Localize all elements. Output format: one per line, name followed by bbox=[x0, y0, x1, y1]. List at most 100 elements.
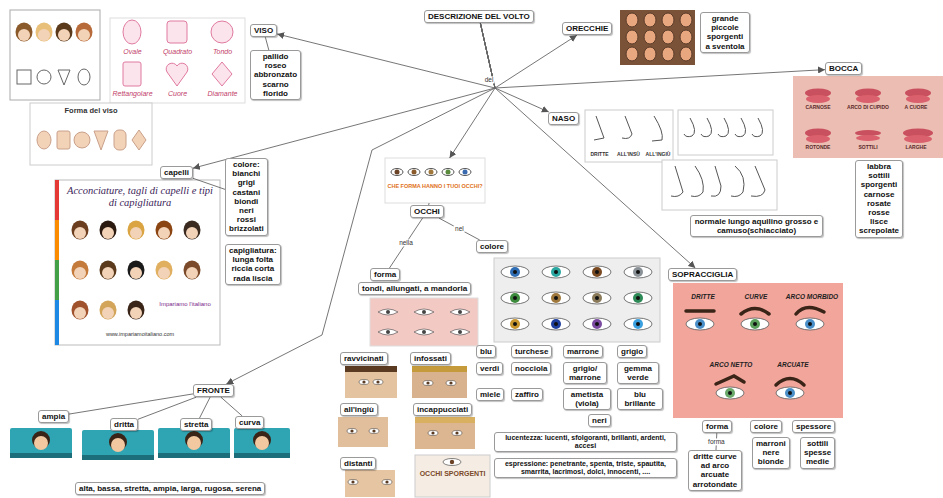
node-text: ORECCHIE bbox=[566, 24, 608, 33]
picture-part bbox=[17, 70, 31, 84]
picture-part bbox=[128, 221, 145, 240]
picture-part bbox=[234, 453, 290, 458]
concept-box: SOPRACCIGLIA bbox=[668, 268, 737, 281]
picture-part bbox=[793, 76, 943, 158]
node-text: www.impariamoitaliano.com bbox=[65, 331, 215, 337]
picture-part bbox=[76, 23, 93, 42]
node-text: Quadrato bbox=[155, 48, 200, 56]
concept-box: stretta bbox=[180, 418, 212, 431]
eye-outlines-panel bbox=[370, 298, 478, 346]
picture-part bbox=[37, 131, 51, 149]
concept-box: spessore bbox=[792, 420, 835, 433]
picture-part bbox=[751, 166, 765, 196]
connector-line bbox=[439, 218, 480, 240]
node-text: colore bbox=[480, 242, 504, 251]
connector-line bbox=[480, 23, 695, 268]
picture-part bbox=[123, 62, 141, 86]
picture-part bbox=[386, 330, 390, 334]
concept-box: forma bbox=[702, 420, 732, 433]
concept-box: colore bbox=[750, 420, 782, 433]
concept-box: grigio/ marrone bbox=[563, 362, 607, 384]
picture-part bbox=[414, 329, 434, 335]
picture-part bbox=[234, 428, 290, 458]
node-text: capigliatura: lunga folta riccia corta r… bbox=[229, 246, 277, 283]
node-text: forma bbox=[374, 270, 396, 279]
node-text: spessore bbox=[796, 422, 831, 431]
ears-picture bbox=[620, 10, 695, 65]
picture-part bbox=[662, 47, 674, 61]
picture-part bbox=[691, 166, 703, 197]
picture-part bbox=[415, 417, 475, 423]
picture-part bbox=[626, 47, 638, 61]
picture-part bbox=[82, 455, 154, 460]
picture-part bbox=[100, 221, 117, 240]
concept-box: NASO bbox=[548, 112, 579, 125]
picture-part bbox=[443, 459, 461, 466]
picture-part bbox=[74, 132, 90, 148]
picture-part bbox=[55, 180, 59, 220]
picture-part bbox=[452, 431, 462, 436]
concept-box: pallido roseo abbronzato scarno florido bbox=[250, 50, 301, 100]
picture-part bbox=[16, 23, 33, 42]
picture-part bbox=[701, 118, 712, 137]
picture-part bbox=[415, 417, 475, 449]
picture-part bbox=[156, 261, 173, 280]
picture-part bbox=[184, 261, 201, 280]
connector-line bbox=[200, 397, 211, 418]
node-text: Tondo bbox=[200, 48, 245, 56]
picture-part bbox=[622, 116, 632, 139]
node-text: alta, bassa, stretta, ampia, larga, rugo… bbox=[79, 484, 261, 493]
connector-line bbox=[480, 23, 825, 88]
concept-box: marrone bbox=[563, 345, 603, 358]
picture-part bbox=[166, 63, 188, 86]
lips-panel bbox=[793, 76, 943, 158]
picture-part bbox=[72, 261, 89, 280]
concept-box: OCCHI bbox=[410, 205, 444, 218]
node-text: gemma verde bbox=[621, 364, 655, 382]
concept-box: ampia bbox=[38, 410, 69, 423]
node-text: zaffiro bbox=[515, 390, 539, 399]
picture-part bbox=[458, 330, 462, 334]
node-text: Ovale bbox=[110, 48, 155, 56]
picture-part bbox=[34, 436, 48, 450]
picture-part bbox=[501, 266, 529, 278]
picture-part bbox=[463, 170, 468, 175]
picture-part bbox=[109, 433, 127, 451]
picture-panel: Forma del viso bbox=[30, 103, 152, 165]
concept-box: normale lungo aquilino grosso e camuso(s… bbox=[690, 215, 823, 237]
node-text: marroni nere bionde bbox=[756, 439, 786, 467]
node-text: forma bbox=[706, 422, 728, 431]
linking-word: del bbox=[484, 76, 495, 83]
node-text: ARCO DI CUPIDO bbox=[843, 105, 893, 111]
node-text: CARNOSE bbox=[793, 105, 843, 111]
picture-part bbox=[671, 166, 683, 197]
node-text: Rettangolare bbox=[110, 90, 155, 98]
picture-part bbox=[422, 310, 426, 314]
picture-panel: CARNOSEARCO DI CUPIDOA CUOREROTONDESOTTI… bbox=[793, 76, 943, 158]
picture-part bbox=[644, 13, 656, 27]
node-text: DESCRIZIONE DEL VOLTO bbox=[428, 12, 530, 21]
concept-box: ametista (viola) bbox=[563, 388, 611, 410]
picture-part bbox=[583, 318, 611, 330]
picture-part bbox=[378, 329, 398, 335]
node-text: OCCHI bbox=[414, 207, 440, 216]
concept-box: BOCCA bbox=[825, 62, 862, 75]
picture-panel: DRITTEALL'INSÙALL'INGIÙ bbox=[585, 110, 673, 162]
connector-line bbox=[221, 397, 242, 416]
picture-part bbox=[904, 135, 932, 143]
picture-part bbox=[167, 21, 187, 43]
picture-part bbox=[10, 453, 72, 458]
node-text: grigio/ marrone bbox=[567, 364, 603, 382]
concept-box: tondi, allungati, a mandorla bbox=[358, 282, 471, 295]
picture-part bbox=[906, 95, 930, 103]
picture-part bbox=[36, 23, 53, 42]
node-text: CURVE bbox=[731, 293, 781, 300]
picture-part bbox=[450, 309, 470, 315]
picture-part bbox=[100, 261, 117, 280]
node-text: FRONTE bbox=[197, 386, 230, 395]
node-text: BOCCA bbox=[829, 64, 858, 73]
picture-part bbox=[94, 131, 108, 150]
node-text: ROTONDE bbox=[793, 145, 843, 151]
connector-line bbox=[193, 23, 495, 168]
picture-part bbox=[678, 110, 773, 155]
